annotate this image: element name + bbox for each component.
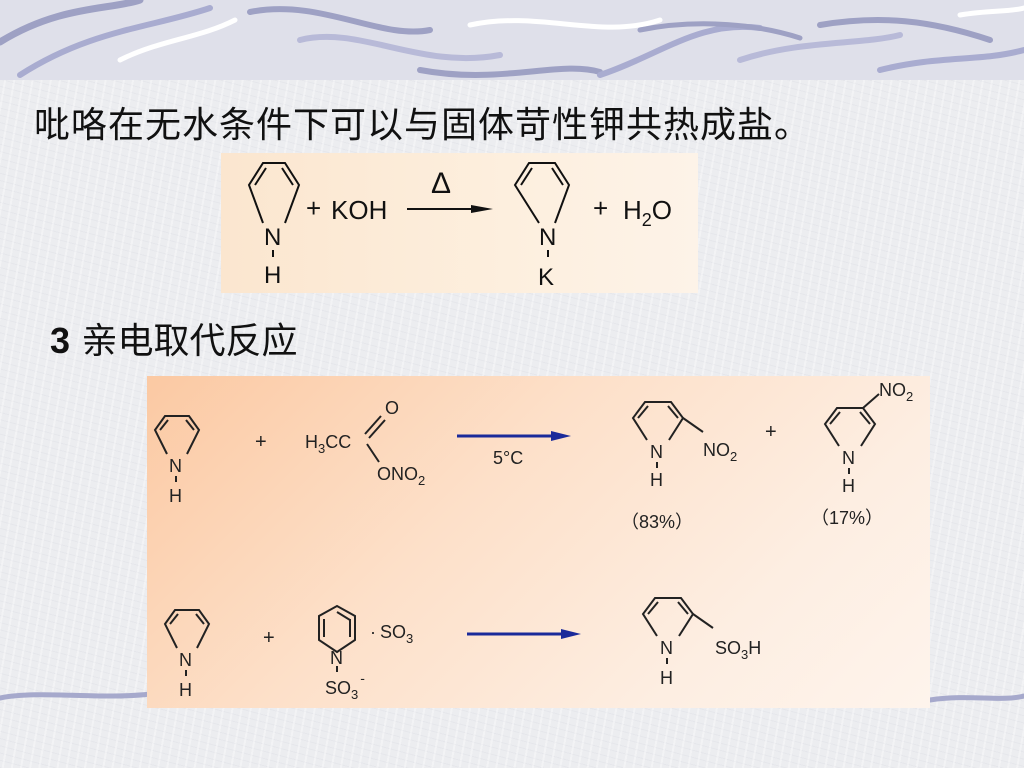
water-formula: H2O [623, 195, 672, 230]
pyrrole-2-sulfonic-acid-structure [641, 597, 714, 637]
pyrrole-structure-product [513, 162, 571, 224]
decorative-wave-band-top [0, 0, 1024, 80]
pyrrole-structure-reactant [247, 162, 301, 224]
temperature-condition: 5°C [493, 448, 523, 468]
3-nitropyrrole-structure [823, 393, 880, 447]
nitrogen-label: N [842, 448, 855, 468]
heat-condition: Δ [431, 167, 451, 200]
plus-sign: + [593, 193, 608, 223]
2-nitropyrrole-structure [631, 401, 704, 441]
nitrogen-label: N [264, 224, 281, 251]
nitro-group: NO2 [703, 440, 737, 464]
yield-label: （83%） [621, 512, 693, 532]
section-number: 3 [50, 320, 71, 361]
electrophilic-substitution-panel: N H + H3CC O ONO2 5°C N H NO2 （83%） + [147, 376, 930, 708]
yield-label: （17%） [811, 508, 883, 528]
plus-sign: + [263, 627, 275, 649]
potassium-label: K [538, 264, 554, 291]
nitrogen-label: N [539, 224, 556, 251]
pyrrole-structure [163, 609, 211, 649]
nitrogen-label: N [179, 650, 192, 670]
pyrrole-structure [153, 415, 201, 455]
plus-sign: + [255, 431, 267, 453]
reagent-koh: KOH [331, 195, 387, 225]
nitrogen-label: N [660, 638, 673, 658]
plus-sign: + [765, 421, 777, 443]
hydrogen-label: H [179, 680, 192, 700]
salt-formation-scheme: N H + KOH Δ N K + H2O [247, 162, 672, 291]
hydrogen-label: H [650, 470, 663, 490]
carbonyl-oxygen: O [385, 398, 399, 418]
plus-sign: + [306, 193, 321, 223]
slide-title: 吡咯在无水条件下可以与固体苛性钾共热成盐。 [34, 105, 812, 146]
nitro-group: NO2 [879, 380, 913, 404]
hydrogen-label: H [169, 486, 182, 506]
pyridine-sulfur-trioxide-structure [318, 604, 356, 672]
sulfonate-label: SO3- [325, 670, 365, 702]
nitrate-group: ONO2 [377, 464, 425, 488]
sulfur-trioxide-label: ·SO3 [370, 622, 413, 646]
hydrogen-label: H [264, 262, 281, 289]
section-heading: 3 亲电取代反应 [50, 312, 298, 364]
substitution-scheme: N H + H3CC O ONO2 5°C N H NO2 （83%） + [153, 380, 913, 702]
reaction-salt-formation-panel: N H + KOH Δ N K + H2O [221, 153, 698, 293]
acetyl-nitrate-structure: H3CC O ONO2 [305, 398, 425, 488]
hydrogen-label: H [660, 668, 673, 688]
sulfonic-acid-group: SO3H [715, 638, 761, 662]
nitrogen-label: N [330, 648, 343, 668]
nitrogen-label: N [169, 456, 182, 476]
section-title: 亲电取代反应 [81, 321, 298, 362]
acetyl-group: H3CC [305, 432, 351, 456]
decorative-wave-band-bottom [0, 691, 1024, 703]
nitrogen-label: N [650, 442, 663, 462]
hydrogen-label: H [842, 476, 855, 496]
